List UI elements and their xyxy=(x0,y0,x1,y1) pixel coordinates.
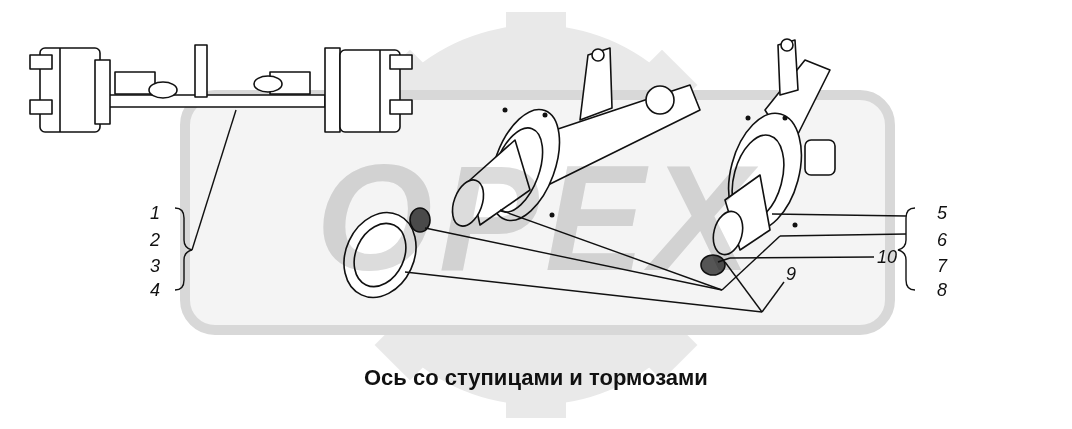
callout-number: 9 xyxy=(786,265,796,283)
callout-number: 7 xyxy=(937,257,947,275)
callout-number: 8 xyxy=(937,281,947,299)
watermark: OPEX xyxy=(316,143,757,293)
callout-number: 4 xyxy=(150,281,160,299)
callout-number: 3 xyxy=(150,257,160,275)
callout-number: 1 xyxy=(150,204,160,222)
callout-number: 6 xyxy=(937,231,947,249)
caption: Ось со ступицами и тормозами xyxy=(364,367,708,389)
callout-number: 10 xyxy=(877,248,897,266)
callout-number: 5 xyxy=(937,204,947,222)
callout-number: 2 xyxy=(150,231,160,249)
